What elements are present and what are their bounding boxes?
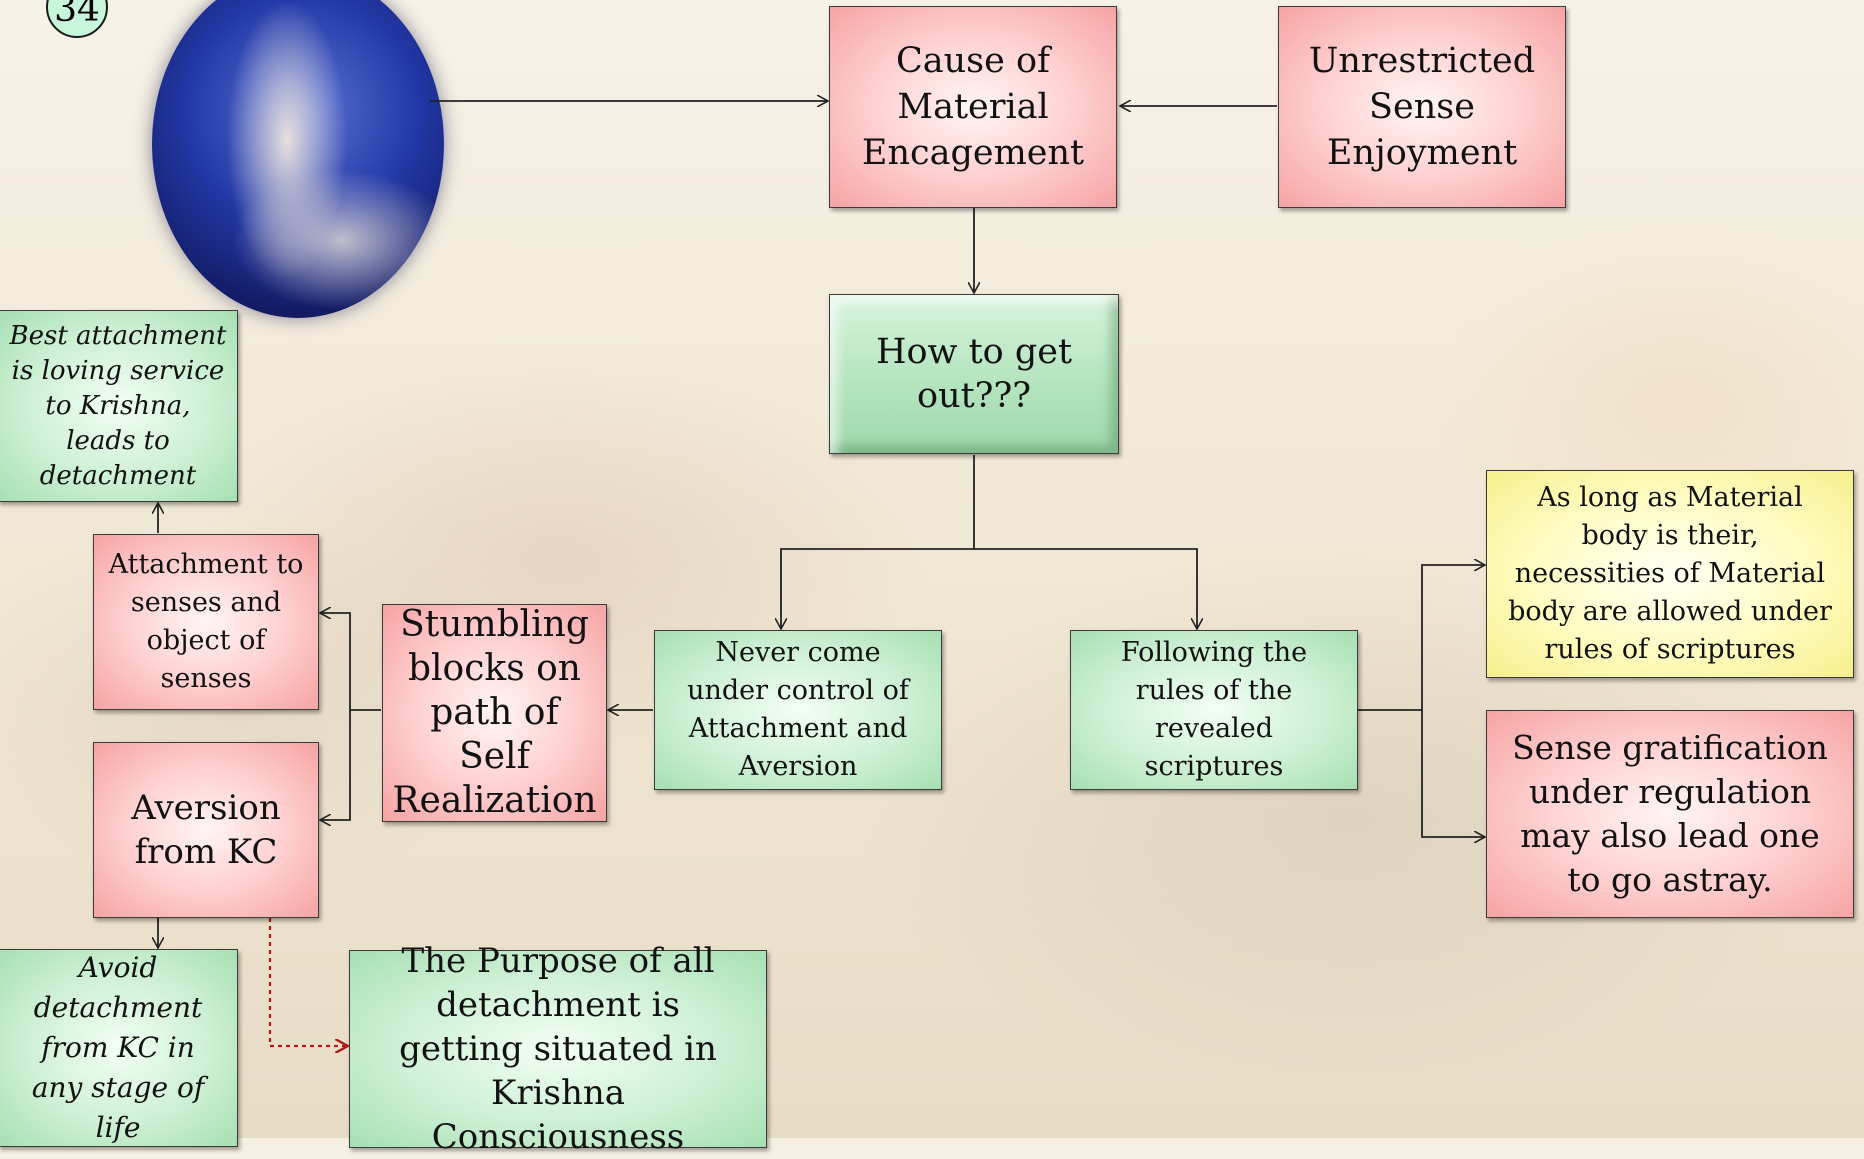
box-unrestricted-label: Unrestricted Sense Enjoyment xyxy=(1308,41,1536,173)
box-never-label: Never come under control of Attachment a… xyxy=(687,637,909,782)
box-as-long-label: As long as Material body is their, neces… xyxy=(1508,482,1832,665)
box-sense-gratification: Sense gratification under regulation may… xyxy=(1486,710,1854,918)
box-sense-grat-label: Sense gratification under regulation may… xyxy=(1512,728,1828,899)
box-following-label: Following the rules of the revealed scri… xyxy=(1120,637,1308,782)
box-how-label: How to get out??? xyxy=(875,332,1073,416)
dashed-arrow-aversion-to-purpose xyxy=(268,918,348,1046)
box-purpose-label: The Purpose of all detachment is getting… xyxy=(399,941,717,1157)
box-avoid-detachment: Avoid detachment from KC in any stage of… xyxy=(0,949,238,1147)
box-cause-of-material-encagement: Cause of Material Encagement xyxy=(829,6,1117,208)
box-avoid-label: Avoid detachment from KC in any stage of… xyxy=(31,951,205,1144)
slide-number: 34 xyxy=(54,0,100,30)
arrow-following-to-sensegrat xyxy=(1421,710,1485,837)
box-never-come-under-control: Never come under control of Attachment a… xyxy=(654,630,942,790)
box-best-attachment-label: Best attachment is loving service to Kri… xyxy=(9,320,227,491)
box-purpose-of-detachment: The Purpose of all detachment is getting… xyxy=(349,941,767,1157)
krishna-portrait-image xyxy=(152,0,444,318)
box-stumbling-label: Stumbling blocks on path of Self Realiza… xyxy=(392,604,597,821)
box-unrestricted-sense-enjoyment: Unrestricted Sense Enjoyment xyxy=(1278,6,1566,208)
box-how-to-get-out: How to get out??? xyxy=(829,294,1119,454)
box-attachment-label: Attachment to senses and object of sense… xyxy=(108,549,304,694)
box-aversion-from-kc: Aversion from KC xyxy=(93,742,319,918)
arrow-following-to-aslong xyxy=(1358,565,1485,711)
box-as-long-as-material-body: As long as Material body is their, neces… xyxy=(1486,470,1854,678)
arrow-how-to-following xyxy=(974,548,1197,629)
arrow-how-to-never xyxy=(781,455,975,629)
box-best-attachment: Best attachment is loving service to Kri… xyxy=(0,310,238,502)
box-stumbling-blocks: Stumbling blocks on path of Self Realiza… xyxy=(382,604,607,822)
box-aversion-label: Aversion from KC xyxy=(131,788,281,872)
arrow-stumbling-to-aversion xyxy=(320,710,351,820)
box-cause-label: Cause of Material Encagement xyxy=(861,41,1085,173)
box-attachment-to-senses: Attachment to senses and object of sense… xyxy=(93,534,319,710)
box-following-rules: Following the rules of the revealed scri… xyxy=(1070,630,1358,790)
arrow-stumbling-to-attachment xyxy=(320,613,381,711)
